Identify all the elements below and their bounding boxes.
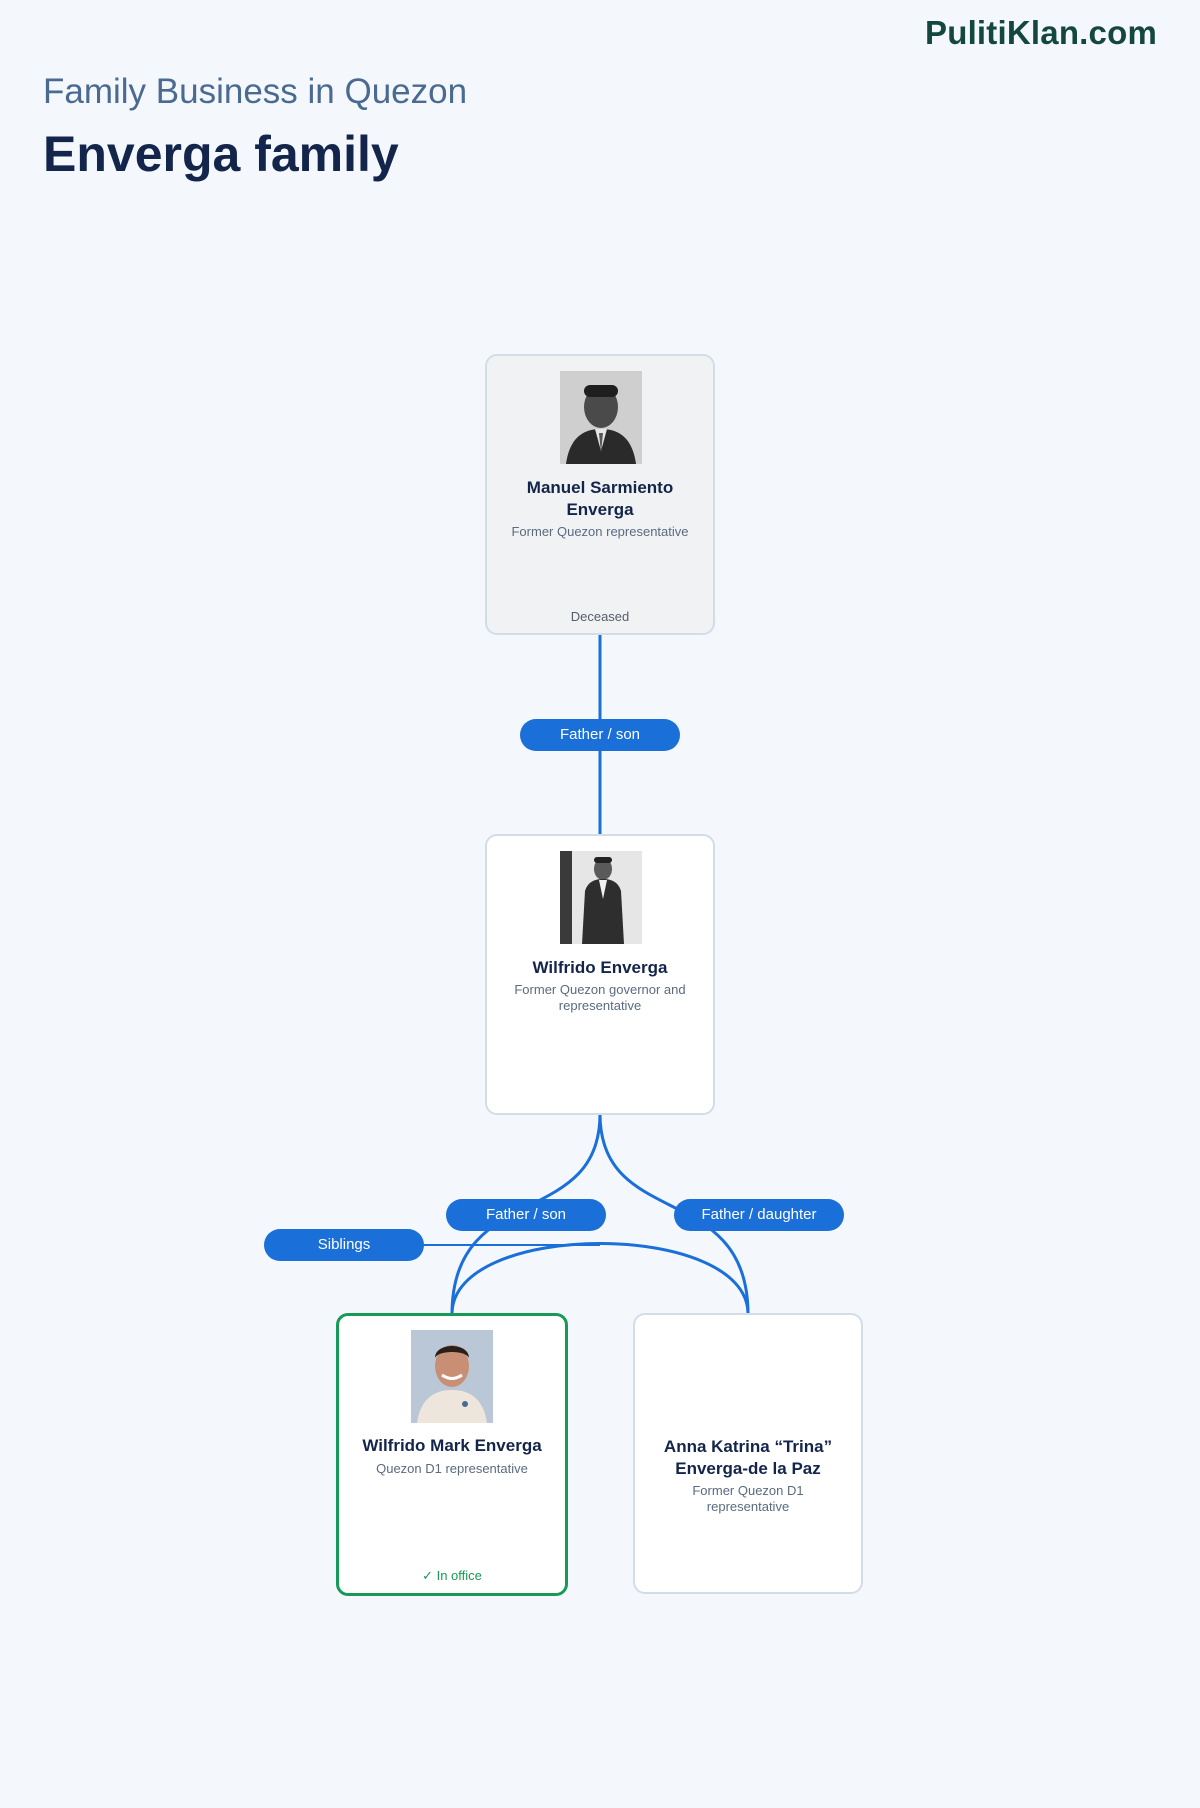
status-badge: Deceased: [570, 609, 630, 624]
member-role: representative: [558, 998, 642, 1013]
member-role: Former Quezon governor and: [514, 982, 686, 997]
member-role: Former Quezon D1: [692, 1483, 804, 1498]
member-card[interactable]: Wilfrido Enverga Former Quezon governor …: [485, 834, 715, 1115]
link-siblings: [450, 1242, 750, 1315]
member-role: representative: [706, 1499, 790, 1514]
member-name: Wilfrido Mark Enverga: [362, 1436, 542, 1455]
portrait-photo: [560, 371, 642, 464]
member-name: Enverga: [566, 500, 634, 519]
link-wilfrido-trina: [598, 1113, 750, 1315]
page-title: Enverga family: [43, 126, 399, 182]
status-badge: ✓ In office: [422, 1568, 482, 1583]
member-role: Former Quezon representative: [511, 524, 689, 539]
portrait-photo: [411, 1330, 493, 1423]
member-name: Anna Katrina “Trina”: [663, 1437, 833, 1456]
member-name: Wilfrido Enverga: [532, 958, 668, 977]
relation-label: Father / son: [446, 1199, 606, 1231]
relation-label: Father / son: [520, 719, 680, 751]
relation-label: Father / daughter: [674, 1199, 844, 1231]
relation-label: Siblings: [264, 1229, 424, 1261]
member-role: Quezon D1 representative: [376, 1461, 528, 1476]
member-card[interactable]: Manuel Sarmiento Enverga Former Quezon r…: [485, 354, 715, 635]
member-name: Enverga-de la Paz: [675, 1459, 821, 1478]
portrait-photo: [560, 851, 642, 944]
page-subtitle: Family Business in Quezon: [43, 72, 468, 111]
member-card[interactable]: Anna Katrina “Trina” Enverga-de la Paz F…: [633, 1313, 863, 1594]
member-name: Manuel Sarmiento: [526, 478, 674, 497]
brand-logo: PulitiKlan.com: [925, 14, 1157, 51]
member-card[interactable]: Wilfrido Mark Enverga Quezon D1 represen…: [336, 1313, 568, 1596]
